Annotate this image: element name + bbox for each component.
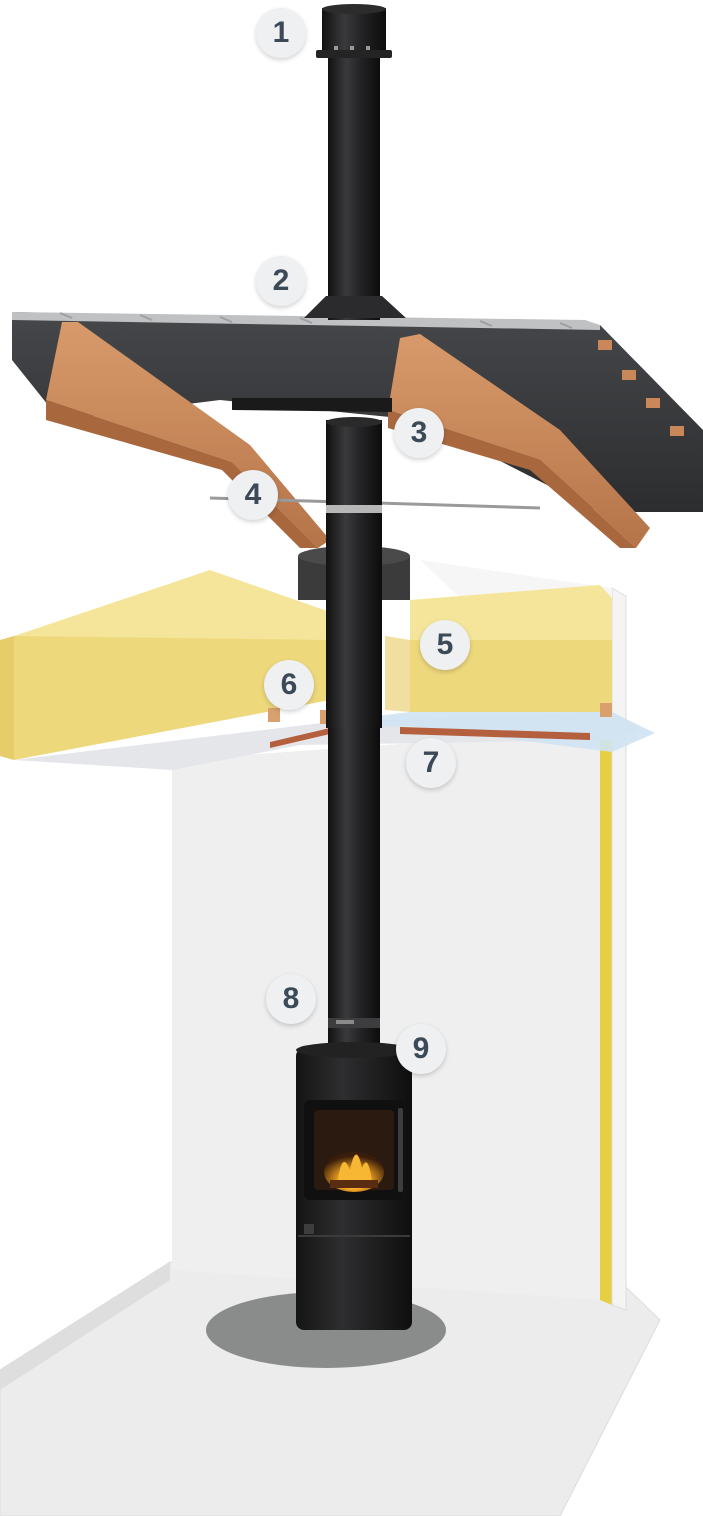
- roof-cowl-vents: [334, 46, 370, 50]
- callout-3: 3: [394, 408, 444, 458]
- callout-9: 9: [396, 1024, 446, 1074]
- wood-stove-flame: [338, 1154, 372, 1182]
- callout-4: 4: [228, 470, 278, 520]
- roof-flashing: [304, 296, 406, 318]
- roof-edge-battens: [598, 340, 684, 436]
- callout-6: 6: [264, 660, 314, 710]
- stove-pipe-lower: [328, 728, 380, 1058]
- stove-pipe-upper: [328, 58, 380, 320]
- callout-8-label: 8: [282, 982, 300, 1015]
- callout-1-label: 1: [272, 16, 290, 49]
- wood-stove-ash-door: [304, 1224, 314, 1234]
- rafter-left-face: [46, 400, 318, 548]
- wood-stove-handle: [398, 1108, 403, 1192]
- callout-6-label: 6: [280, 668, 298, 701]
- roof-cowl-ring: [316, 50, 392, 58]
- rafter-right-face: [388, 410, 636, 548]
- timber-batten: [268, 708, 280, 722]
- callout-4-label: 4: [244, 478, 262, 511]
- insulation-left-front: [14, 636, 330, 760]
- wood-stove-top: [296, 1042, 412, 1058]
- wall-outer-layer: [611, 587, 627, 1311]
- roof-opening: [232, 398, 392, 412]
- pipe-damper-handle: [336, 1020, 354, 1024]
- firestop-collar-right: [385, 636, 410, 712]
- callout-2: 2: [256, 256, 306, 306]
- callout-7: 7: [406, 738, 456, 788]
- pipe-top-middle: [326, 417, 382, 427]
- wall-insulation-strip: [600, 730, 612, 1305]
- back-wall: [172, 730, 600, 1300]
- pipe-band: [326, 505, 382, 513]
- insulation-left-side: [0, 636, 14, 760]
- copper-strip-left: [270, 728, 330, 748]
- callout-7-label: 7: [422, 746, 440, 779]
- callout-1: 1: [256, 8, 306, 58]
- stove-pipe-middle: [326, 420, 382, 728]
- roof-corrugation: [59, 312, 573, 329]
- copper-strip: [400, 727, 590, 740]
- roof-cowl-top: [322, 4, 386, 14]
- callout-8: 8: [266, 974, 316, 1024]
- floor-edge: [0, 1262, 170, 1390]
- roof-cowl: [322, 8, 386, 52]
- timber-batten: [600, 703, 612, 717]
- callout-5: 5: [420, 620, 470, 670]
- rafter-right: [388, 334, 650, 548]
- wood-stove-logs: [330, 1180, 378, 1188]
- callout-5-label: 5: [436, 628, 454, 661]
- rafter-left: [46, 322, 330, 548]
- callout-3-label: 3: [410, 416, 428, 449]
- callout-2-label: 2: [272, 264, 290, 297]
- callout-9-label: 9: [412, 1032, 430, 1065]
